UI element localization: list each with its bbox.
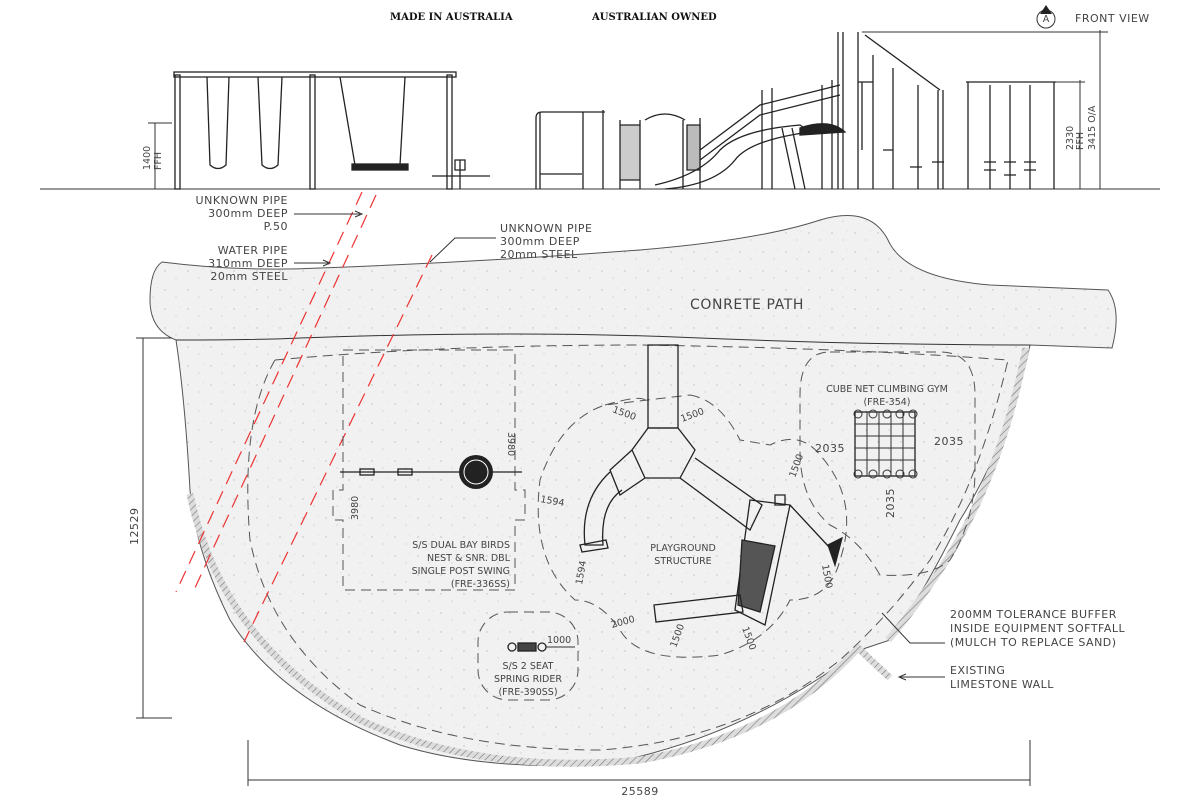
buffer-note-line: 200MM TOLERANCE BUFFER bbox=[950, 608, 1117, 621]
cube-fall-zone bbox=[799, 351, 976, 576]
overall-depth-value: 12529 bbox=[128, 508, 141, 546]
height-dimensions: 3415 O/A 2330 FFH bbox=[862, 30, 1108, 189]
playground-structure-elevation bbox=[535, 32, 944, 190]
view-marker-letter: A bbox=[1043, 14, 1050, 25]
swing-dim-b: 3980 bbox=[350, 496, 361, 520]
swing-dim-a: 3980 bbox=[505, 432, 516, 456]
pipe-note-line: 310mm DEEP bbox=[208, 257, 288, 270]
swing-height-value: 1400 bbox=[142, 146, 153, 170]
buffer-note-line: INSIDE EQUIPMENT SOFTFALL bbox=[950, 622, 1126, 635]
wall-note-line: LIMESTONE WALL bbox=[950, 678, 1054, 691]
structure-dim: 1594 bbox=[574, 560, 589, 586]
structure-fall-zone bbox=[537, 394, 848, 658]
pipe-note-line: 300mm DEEP bbox=[208, 207, 288, 220]
overall-depth-dimension: 12529 bbox=[128, 337, 172, 719]
rider-label-line: S/S 2 SEAT bbox=[503, 661, 554, 672]
wall-note-line: EXISTING bbox=[950, 664, 1005, 677]
overall-width-dimension: 25589 bbox=[247, 740, 1031, 798]
pipe-note-line: P.50 bbox=[264, 220, 288, 233]
swing-label-line: NEST & SNR. DBL bbox=[427, 553, 511, 564]
cube-dim-right: 2035 bbox=[934, 435, 964, 448]
structure-dim: 1594 bbox=[539, 494, 565, 509]
swing-elevation bbox=[173, 71, 490, 190]
pipe-note-1: UNKNOWN PIPE 300mm DEEP P.50 bbox=[196, 194, 364, 233]
playground-structure-plan bbox=[579, 344, 843, 626]
pipe-note-line: UNKNOWN PIPE bbox=[500, 222, 592, 235]
pipe-note-2: WATER PIPE 310mm DEEP 20mm STEEL bbox=[208, 244, 332, 283]
wall-note: EXISTING LIMESTONE WALL bbox=[897, 664, 1054, 691]
structure-height-ref: FFH bbox=[1075, 132, 1086, 150]
swing-height-ref: FFH bbox=[153, 152, 164, 170]
concrete-path-label: CONRETE PATH bbox=[690, 297, 804, 313]
buffer-note: 200MM TOLERANCE BUFFER INSIDE EQUIPMENT … bbox=[881, 608, 1126, 649]
cube-dim-left: 2035 bbox=[815, 442, 845, 455]
unknown-pipe-line bbox=[175, 191, 363, 593]
front-view-label: FRONT VIEW bbox=[1075, 12, 1150, 25]
buffer-note-line: (MULCH TO REPLACE SAND) bbox=[950, 636, 1117, 649]
limestone-wall bbox=[186, 493, 893, 767]
rider-label-line: (FRE-390SS) bbox=[498, 687, 557, 698]
pipe-note-line: 20mm STEEL bbox=[210, 270, 288, 283]
cube-label-line: CUBE NET CLIMBING GYM bbox=[826, 384, 948, 395]
water-pipe-line bbox=[193, 194, 377, 591]
australian-owned-label: AUSTRALIAN OWNED bbox=[591, 12, 717, 23]
rider-label-line: SPRING RIDER bbox=[494, 674, 562, 685]
swing-height-dimension: 1400 FFH bbox=[142, 122, 172, 189]
overall-width-value: 25589 bbox=[621, 785, 659, 798]
structure-label-line: PLAYGROUND bbox=[650, 543, 716, 554]
overall-height-value: 3415 O/A bbox=[1087, 105, 1098, 150]
structure-dim: 1500 bbox=[819, 564, 834, 590]
structure-label: PLAYGROUND STRUCTURE bbox=[650, 543, 716, 567]
cube-label-line: (FRE-354) bbox=[863, 397, 910, 408]
spring-rider-plan bbox=[507, 642, 575, 652]
rider-fall-zone bbox=[477, 611, 579, 701]
cube-net-elevation bbox=[966, 81, 1056, 189]
rider-label: S/S 2 SEAT SPRING RIDER (FRE-390SS) bbox=[494, 661, 562, 698]
swing-fall-zone bbox=[332, 349, 526, 591]
cube-net-plan bbox=[853, 409, 918, 479]
pipe-note-line: 300mm DEEP bbox=[500, 235, 580, 248]
swing-label-line: (FRE-336SS) bbox=[451, 579, 510, 590]
pipe-note-line: UNKNOWN PIPE bbox=[196, 194, 288, 207]
swing-label-line: SINGLE POST SWING bbox=[412, 566, 510, 577]
path-edge bbox=[175, 333, 1031, 346]
view-marker-icon: A bbox=[1036, 5, 1056, 29]
cube-label: CUBE NET CLIMBING GYM (FRE-354) bbox=[826, 384, 948, 408]
unknown-pipe-line-2 bbox=[243, 254, 433, 643]
structure-height-value: 2330 bbox=[1065, 126, 1076, 150]
swing-label: S/S DUAL BAY BIRDS NEST & SNR. DBL SINGL… bbox=[412, 540, 511, 590]
pipe-note-line: WATER PIPE bbox=[218, 244, 288, 257]
made-in-australia-label: MADE IN AUSTRALIA bbox=[390, 12, 513, 23]
structure-label-line: STRUCTURE bbox=[654, 556, 711, 567]
pipe-note-line: 20mm STEEL bbox=[500, 248, 578, 261]
swing-plan bbox=[340, 455, 522, 489]
swing-label-line: S/S DUAL BAY BIRDS bbox=[412, 540, 510, 551]
pipe-note-3: UNKNOWN PIPE 300mm DEEP 20mm STEEL bbox=[429, 222, 592, 263]
cube-dim-bottom: 2035 bbox=[884, 488, 897, 518]
limestone-wall-right bbox=[885, 347, 1030, 643]
rider-dim: 1000 bbox=[547, 635, 571, 646]
